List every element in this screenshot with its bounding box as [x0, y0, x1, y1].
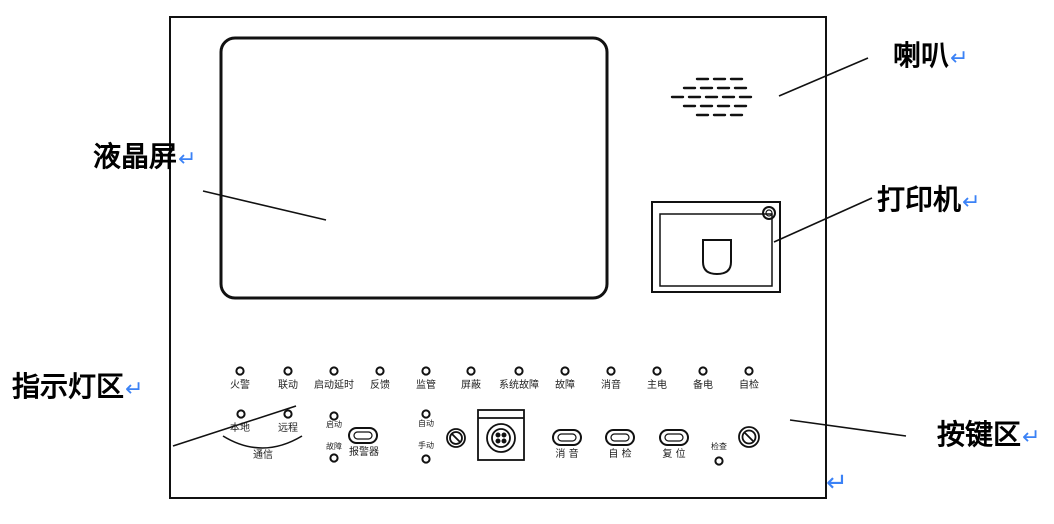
indicator-label: 启动延时	[314, 380, 354, 391]
callout-printer: 打印机↵	[877, 183, 981, 216]
leader-lines	[172, 57, 907, 447]
comm-title-label: 通信	[253, 450, 273, 461]
speaker-grille	[670, 77, 753, 117]
indicator-label: 备电	[693, 380, 713, 391]
callout-speaker: 喇叭↵	[893, 39, 969, 72]
callout-lcd: 液晶屏↵	[93, 140, 197, 173]
comm-arc	[222, 435, 303, 449]
indicator-label: 自检	[739, 380, 759, 391]
socket-module	[477, 409, 525, 461]
indicator-label: 故障	[555, 380, 575, 391]
return-mark-icon: ↵	[826, 468, 848, 498]
key-switch-left[interactable]	[446, 428, 466, 448]
alarm-button-label: 报警器	[349, 447, 379, 458]
auto-label: 自动	[418, 419, 434, 428]
indicator-label: 屏蔽	[461, 380, 481, 391]
indicator-label: 火警	[230, 380, 250, 391]
reset-button-label: 复 位	[662, 449, 686, 460]
indicator-label: 主电	[647, 380, 667, 391]
callout-indicator-area: 指示灯区↵	[12, 370, 144, 403]
callout-key-area: 按键区↵	[937, 418, 1041, 451]
manual-label: 手动	[418, 441, 434, 450]
comm-leds	[236, 409, 724, 466]
self-check-button-label: 自 检	[608, 449, 632, 460]
indicator-label: 反馈	[370, 380, 390, 391]
cabinet-outline	[169, 16, 827, 499]
printer	[651, 201, 781, 293]
key-switch-right[interactable]	[738, 426, 760, 448]
indicator-label: 联动	[278, 380, 298, 391]
comm-remote-label: 远程	[278, 423, 298, 434]
comm-local-label: 本地	[230, 423, 250, 434]
alarm-button-shape[interactable]	[348, 427, 378, 444]
indicator-label: 消音	[601, 380, 621, 391]
indicator-leds	[235, 366, 754, 376]
fault-label: 故障	[326, 442, 342, 451]
indicator-label: 系统故障	[499, 380, 539, 391]
function-buttons[interactable]	[552, 429, 689, 446]
check-label: 检查	[711, 442, 727, 451]
silence-button-label: 消 音	[555, 449, 579, 460]
indicator-label: 监管	[416, 380, 436, 391]
lcd-screen	[219, 36, 609, 300]
start-label: 启动	[326, 420, 342, 429]
